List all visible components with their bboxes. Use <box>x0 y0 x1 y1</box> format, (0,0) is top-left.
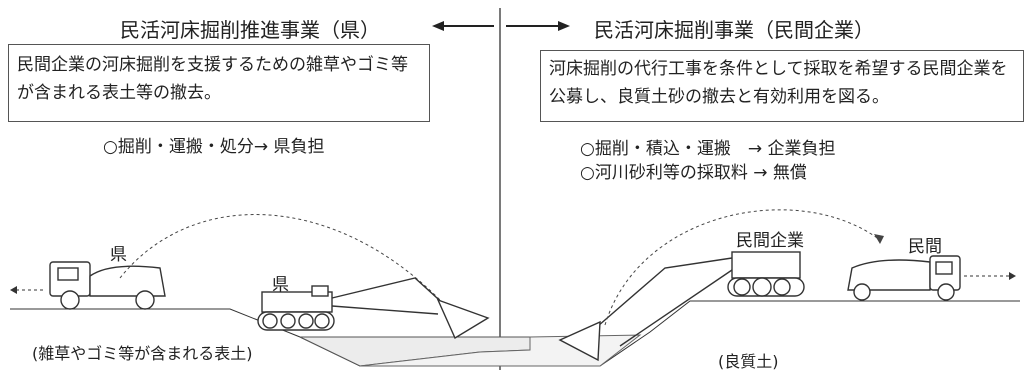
left-description: 民間企業の河床掘削を支援するための雑草やゴミ等が含まれる表土等の撤去。 <box>17 55 408 103</box>
right-arrow-icon <box>506 21 570 31</box>
right-dump-truck-icon <box>847 255 961 301</box>
right-truck-label: 民間 <box>908 237 942 257</box>
left-excavator-icon <box>257 277 490 340</box>
right-title: 民活河床掘削事業（民間企業） <box>594 18 874 42</box>
left-outbound-arrow-icon <box>10 286 46 294</box>
left-title: 民活河床掘削推進事業（県） <box>120 18 380 42</box>
left-cost-line: ○掘削・運搬・処分→ 県負担 <box>103 137 325 157</box>
right-description-box: 河床掘削の代行工事を条件として採取を希望する民間企業を公募し、良質土砂の撤去と有… <box>540 50 1024 122</box>
left-dump-truck-icon <box>49 261 166 310</box>
left-truck-label: 県 <box>110 245 127 265</box>
right-description: 河床掘削の代行工事を条件として採取を希望する民間企業を公募し、良質土砂の撤去と有… <box>549 59 1008 107</box>
left-excavator-label: 県 <box>272 275 289 295</box>
right-excavator-label: 民間企業 <box>736 231 804 251</box>
left-arrow-icon <box>432 21 494 31</box>
left-haul-path <box>119 214 441 301</box>
right-excavator-icon <box>558 251 805 362</box>
right-outbound-arrow-icon <box>964 272 1016 280</box>
left-description-box: 民間企業の河床掘削を支援するための雑草やゴミ等が含まれる表土等の撤去。 <box>8 44 430 122</box>
right-soil-note: (良質土) <box>718 352 779 371</box>
right-haul-path <box>604 209 881 326</box>
left-soil-note: (雑草やゴミ等が含まれる表土) <box>32 344 253 363</box>
right-cost-line-1: ○掘削・積込・運搬 → 企業負担 <box>580 139 836 159</box>
right-cost-line-2: ○河川砂利等の採取料 → 無償 <box>580 163 807 183</box>
